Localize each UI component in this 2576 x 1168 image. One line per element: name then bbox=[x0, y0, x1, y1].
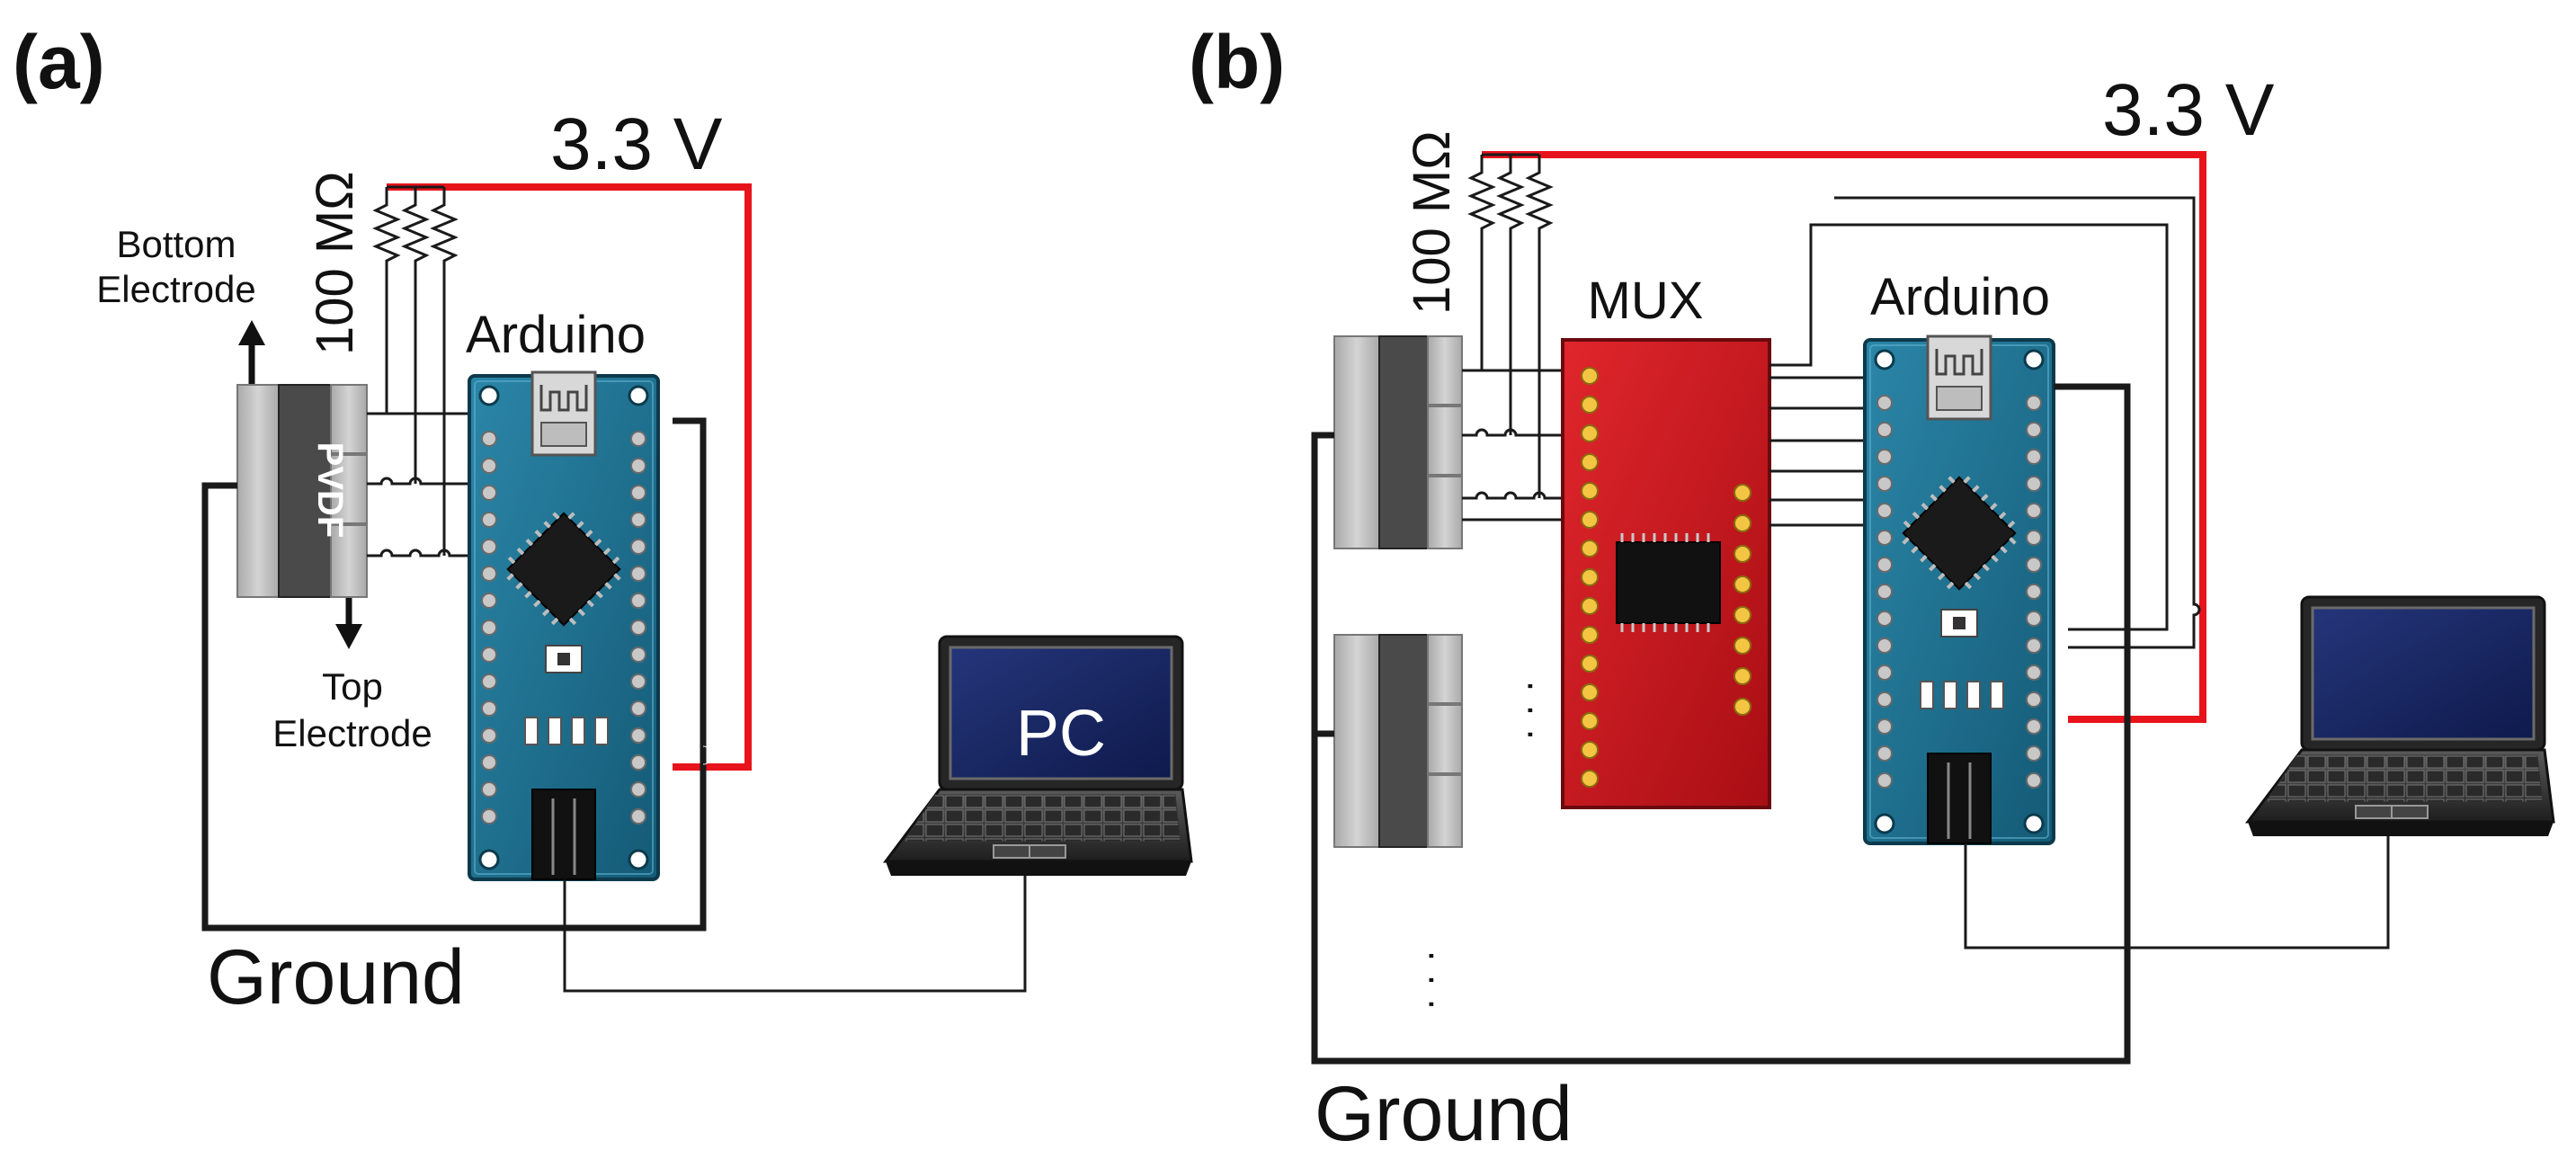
panel-a-ground-wire bbox=[201, 417, 707, 932]
panel-a-top-electrode-line2: Electrode bbox=[272, 712, 432, 754]
panel-b-sensor-2 bbox=[1333, 634, 1463, 848]
panel-b-voltage-label: 3.3 V bbox=[2102, 69, 2275, 151]
panel-a-ground-label: Ground bbox=[207, 934, 465, 1021]
panel-b-laptop bbox=[2246, 595, 2555, 838]
panel-a-signal-wires bbox=[367, 412, 477, 557]
panel-a-power-wire bbox=[387, 183, 752, 771]
panel-b-arduino-label: Arduino bbox=[1870, 268, 2050, 326]
panel-b-power-wire bbox=[1482, 151, 2206, 723]
panel-b-ellipsis-sensors: · · · bbox=[1412, 950, 1456, 1011]
panel-b-ground-wire bbox=[1311, 383, 2131, 1065]
panel-b: (b) 3.3 V 100 MΩ bbox=[1189, 20, 2555, 1157]
panel-b-mux-bus bbox=[1769, 196, 2201, 649]
panel-a-voltage-label: 3.3 V bbox=[550, 103, 723, 185]
panel-b-label: (b) bbox=[1189, 20, 1285, 104]
panel-b-ellipsis-mux: · · · bbox=[1511, 680, 1555, 741]
panel-a-pc-label: PC bbox=[1016, 698, 1106, 770]
panel-a-pvdf-label: PVDF bbox=[310, 442, 350, 539]
panel-b-usb-cable bbox=[1964, 836, 2390, 950]
panel-a-bottom-electrode-line1: Bottom bbox=[116, 223, 236, 265]
panel-b-ground-label: Ground bbox=[1315, 1071, 1573, 1157]
panel-a-resistor-label: 100 MΩ bbox=[306, 171, 364, 355]
panel-b-arduino bbox=[1863, 334, 2055, 845]
panel-b-sensor-1 bbox=[1333, 335, 1463, 549]
panel-b-resistors bbox=[1469, 153, 1552, 498]
panel-a-resistors bbox=[374, 185, 457, 556]
panel-a-usb-cable bbox=[563, 874, 1027, 993]
panel-a-bottom-arrowhead bbox=[238, 320, 265, 345]
panel-a-arduino bbox=[468, 370, 660, 881]
panel-a-top-arrowhead bbox=[335, 624, 362, 649]
panel-a: (a) 3.3 V 100 MΩ Bottom Electrode Top El… bbox=[13, 20, 1193, 1021]
panel-a-label: (a) bbox=[13, 20, 105, 104]
panel-a-bottom-electrode-line2: Electrode bbox=[96, 268, 255, 310]
panel-a-top-electrode-line1: Top bbox=[322, 665, 383, 708]
panel-b-mux bbox=[1561, 338, 1771, 809]
panel-a-arduino-label: Arduino bbox=[466, 306, 646, 364]
panel-a-pvdf-sensor: PVDF bbox=[236, 384, 368, 598]
panel-b-mux-label: MUX bbox=[1588, 272, 1704, 330]
panel-b-resistor-label: 100 MΩ bbox=[1403, 130, 1461, 315]
